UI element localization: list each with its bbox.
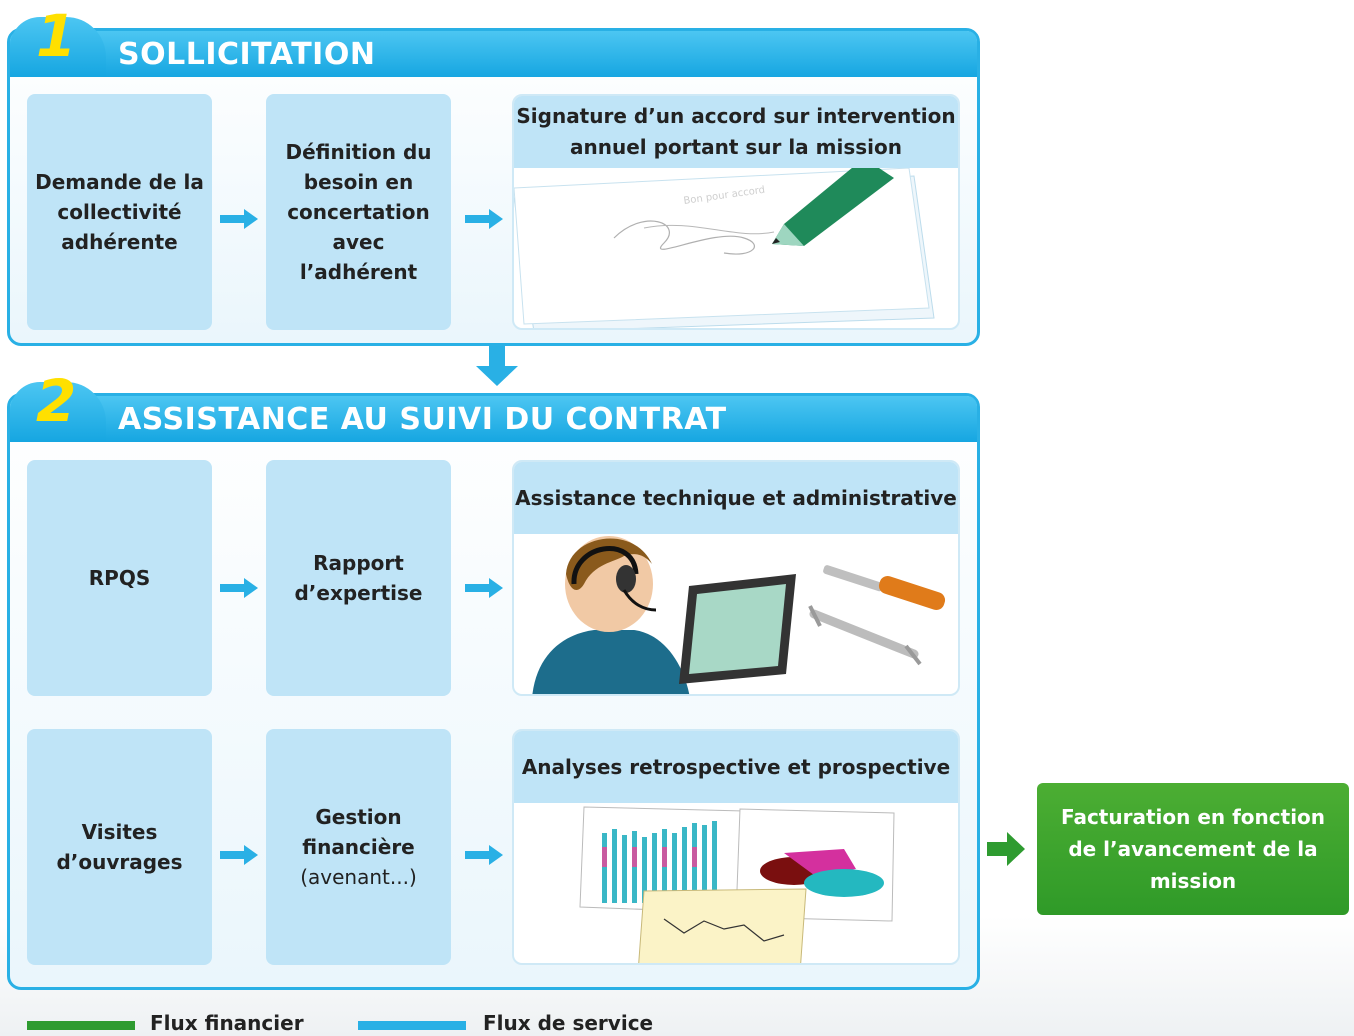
section-number-tab: [10, 17, 106, 77]
charts-illustration: [514, 803, 958, 963]
step-sublabel: (avenant...): [300, 865, 417, 889]
section-header: [10, 396, 977, 442]
step-rpqs: RPQS: [27, 460, 212, 696]
step-label: RPQS: [88, 566, 151, 590]
panel-label: Analyses retrospective et prospective: [514, 731, 958, 803]
legend-label-financier: Flux financier: [150, 1011, 304, 1035]
panel-assistance-technique: Assistance technique et administrative: [512, 460, 960, 696]
section-title: ASSISTANCE AU SUIVI DU CONTRAT: [118, 402, 727, 437]
service-arrow-icon: [220, 578, 258, 598]
panel-label: Signature d’un accord sur intervention a…: [514, 96, 958, 168]
section-number-tab: [10, 382, 106, 442]
panel-analyses: Analyses retrospective et prospective: [512, 729, 960, 965]
step-label: Gestion financière: [302, 805, 415, 859]
step-label: Visites d’ouvrages: [56, 820, 183, 874]
legend-swatch-service: [358, 1021, 466, 1030]
section-number: 1: [36, 2, 77, 70]
step-demande: Demande de la collectivité adhérente: [27, 94, 212, 330]
panel-label: Assistance technique et administrative: [514, 462, 958, 534]
step-rapport: Rapport d’expertise: [266, 460, 451, 696]
support-illustration: [514, 534, 958, 694]
service-arrow-icon: [220, 209, 258, 229]
step-label: Rapport d’expertise: [294, 551, 423, 605]
step-visites: Visites d’ouvrages: [27, 729, 212, 965]
step-definition: Définition du besoin en concertation ave…: [266, 94, 451, 330]
result-facturation: Facturation en fonction de l’avancement …: [1037, 783, 1349, 915]
step-label-group: Gestion financière (avenant...): [272, 802, 445, 892]
section-title: SOLLICITATION: [118, 37, 376, 72]
service-arrow-icon: [465, 578, 503, 598]
step-label: Demande de la collectivité adhérente: [35, 170, 204, 254]
legend-swatch-financier: [27, 1021, 135, 1030]
step-label: Définition du besoin en concertation ave…: [285, 140, 432, 284]
section-header: [10, 31, 977, 77]
service-arrow-icon: [465, 209, 503, 229]
financial-arrow-icon: [987, 832, 1025, 866]
service-arrow-icon: [220, 845, 258, 865]
service-arrow-down-icon: [476, 346, 518, 386]
step-gestion: Gestion financière (avenant...): [266, 729, 451, 965]
signature-illustration: Bon pour accord: [514, 158, 958, 328]
panel-signature: Signature d’un accord sur intervention a…: [512, 94, 960, 330]
section-number: 2: [36, 367, 77, 435]
service-arrow-icon: [465, 845, 503, 865]
legend-label-service: Flux de service: [483, 1011, 654, 1035]
result-label: Facturation en fonction de l’avancement …: [1060, 805, 1326, 893]
